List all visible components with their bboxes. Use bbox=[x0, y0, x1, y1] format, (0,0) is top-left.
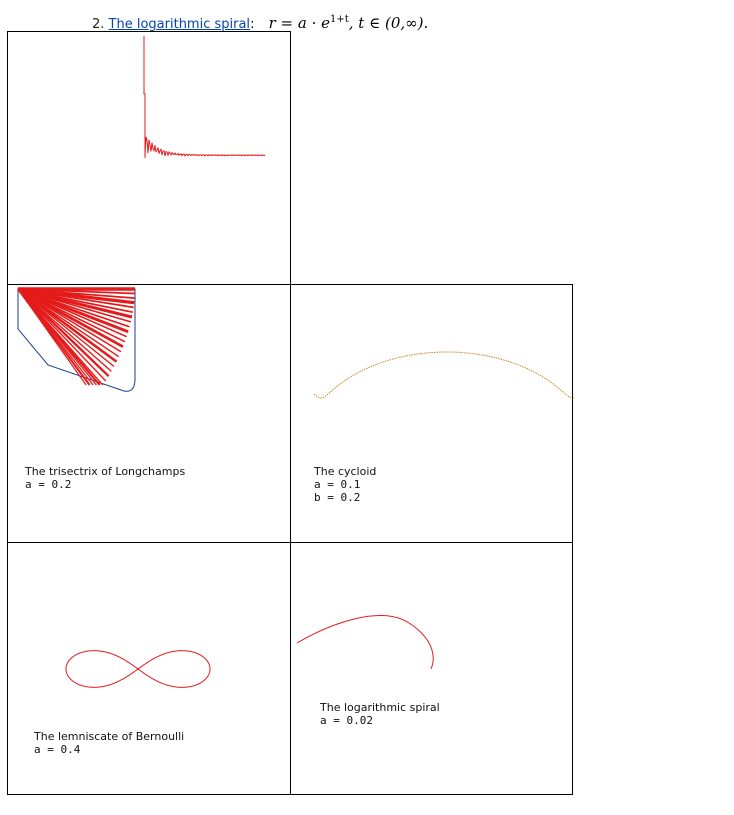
formula-lhs: r = a · e bbox=[268, 14, 330, 32]
cycloid-plot bbox=[313, 351, 574, 399]
trisectrix-ray bbox=[17, 287, 129, 334]
cycloid-title: The cycloid bbox=[314, 465, 377, 478]
heading-colon: : bbox=[250, 17, 255, 32]
plot-cell-top bbox=[7, 31, 291, 285]
trisectrix-ray bbox=[17, 287, 118, 363]
trisectrix-plot bbox=[17, 287, 136, 392]
spiral-param: a = 0.02 bbox=[320, 714, 373, 727]
trisectrix-caption: The trisectrix of Longchamps a = 0.2 bbox=[25, 465, 185, 491]
formula: r = a · e1+t, t ∈ (0,∞). bbox=[269, 14, 429, 32]
lemniscate-caption: The lemniscate of Bernoulli a = 0.4 bbox=[34, 730, 184, 756]
lemniscate-param: a = 0.4 bbox=[34, 743, 81, 756]
trisectrix-ray bbox=[17, 288, 110, 378]
spiral-caption: The logarithmic spiral a = 0.02 bbox=[320, 701, 440, 727]
trisectrix-title: The trisectrix of Longchamps bbox=[25, 465, 186, 478]
cycloid-param-a: a = 0.1 bbox=[314, 478, 361, 491]
plot-cell-cycloid: The cycloid a = 0.1 b = 0.2 bbox=[290, 284, 574, 543]
plot-cell-lemniscate: The lemniscate of Bernoulli a = 0.4 bbox=[7, 542, 291, 795]
plot-cell-trisectrix: The trisectrix of Longchamps a = 0.2 bbox=[7, 284, 291, 543]
formula-exponent: 1+t bbox=[330, 14, 349, 25]
trisectrix-rays bbox=[17, 287, 135, 386]
trisectrix-frame bbox=[17, 288, 136, 392]
trisectrix-param: a = 0.2 bbox=[25, 478, 72, 491]
cycloid-curve bbox=[313, 351, 574, 399]
formula-rest: , t ∈ (0,∞). bbox=[348, 14, 429, 32]
trisectrix-ray bbox=[17, 287, 133, 319]
trisectrix-ray bbox=[17, 287, 124, 348]
trisectrix-ray bbox=[17, 288, 115, 368]
spiral-curve bbox=[296, 615, 434, 670]
lemniscate-curve bbox=[65, 650, 211, 688]
cycloid-param-b: b = 0.2 bbox=[314, 491, 361, 504]
trisectrix-ray bbox=[17, 288, 122, 353]
spiral-plot bbox=[296, 615, 434, 670]
decay-curve bbox=[143, 36, 266, 158]
trisectrix-ray bbox=[17, 288, 107, 382]
decay-plot bbox=[143, 36, 266, 158]
item-number: 2. bbox=[92, 17, 105, 32]
logarithmic-spiral-link[interactable]: The logarithmic spiral bbox=[108, 17, 251, 32]
section-heading: 2. The logarithmic spiral: r = a · e1+t,… bbox=[92, 10, 428, 35]
trisectrix-ray bbox=[17, 288, 132, 323]
plot-cell-spiral: The logarithmic spiral a = 0.02 bbox=[290, 542, 573, 795]
cycloid-caption: The cycloid a = 0.1 b = 0.2 bbox=[314, 465, 376, 504]
trisectrix-ray bbox=[17, 288, 87, 386]
lemniscate-plot bbox=[65, 650, 211, 688]
trisectrix-ray bbox=[17, 288, 128, 338]
spiral-title: The logarithmic spiral bbox=[320, 701, 440, 714]
lemniscate-title: The lemniscate of Bernoulli bbox=[34, 730, 185, 743]
